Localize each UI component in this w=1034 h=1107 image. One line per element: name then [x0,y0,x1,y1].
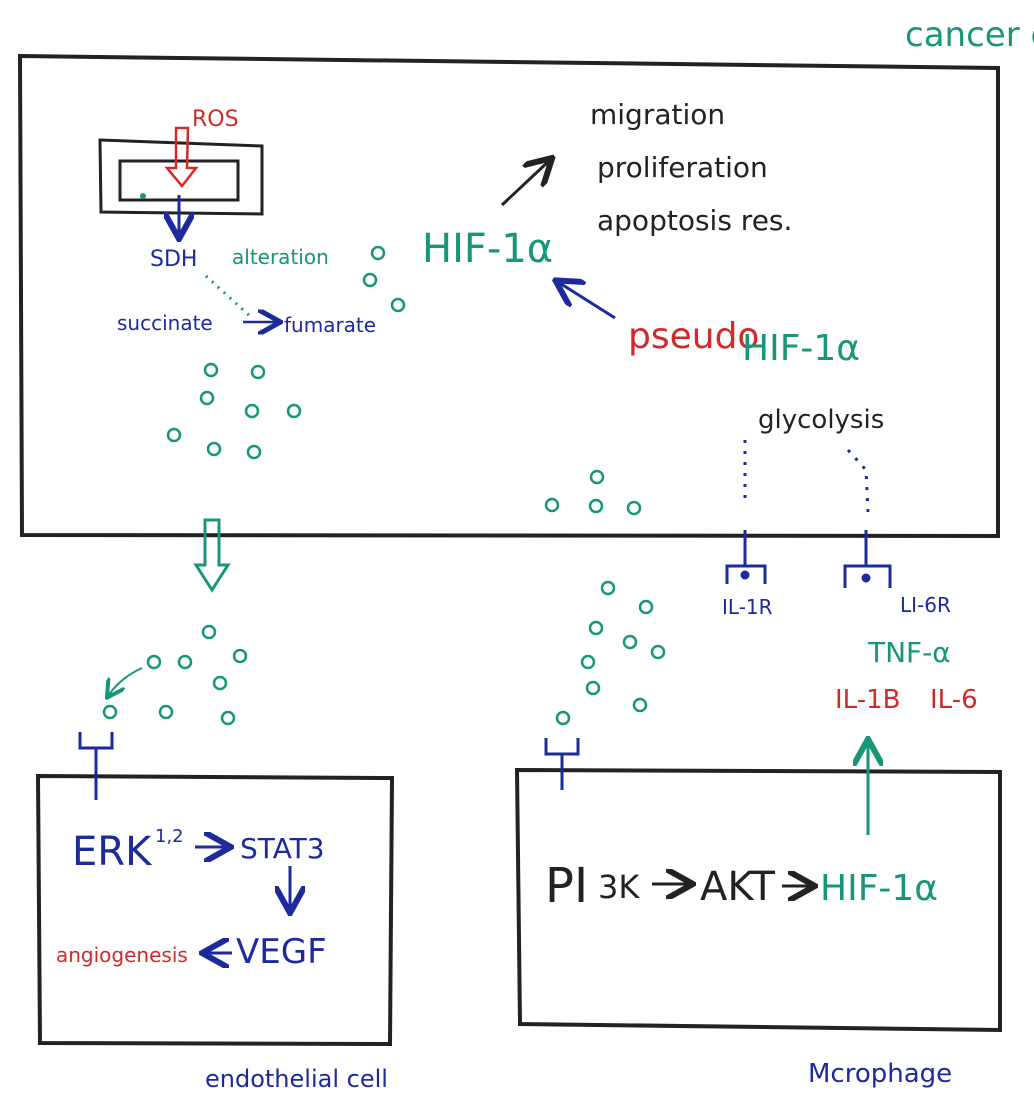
pi3k-label-pi: PI [545,858,588,914]
stat3-label: STAT3 [240,832,325,865]
pseudo-hif-arrow [558,282,616,320]
akt-label: AKT [700,864,775,910]
dotted-link [204,274,254,320]
hif-outcome-arrow [500,160,550,207]
metabolite-circle [177,654,193,670]
metabolite-circle [206,441,222,457]
mitochondrion [98,138,264,216]
outcome-migration: migration [590,98,725,131]
glycolysis-label: glycolysis [758,405,884,435]
il1r-label: IL-1R [722,595,773,619]
fumarate-label: fumarate [284,313,376,337]
metabolite-circle [146,654,162,670]
outcome-proliferation: proliferation [597,151,768,184]
metabolite-circle [362,272,378,288]
il6-label: IL-6 [930,685,978,715]
metabolite-circle [370,245,386,261]
metabolite-circle [580,654,596,670]
ros-label: ROS [192,107,239,132]
metabolite-circle [585,680,601,696]
metabolite-circle [632,697,648,713]
metabolite-circle [232,648,248,664]
metabolite-circle [201,624,217,640]
metabolite-circle [622,634,638,650]
endothelial-cell-label: endothelial cell [205,1065,388,1093]
il6r-label: LI-6R [900,593,951,617]
glycolysis-link-2 [846,448,870,513]
metabolite-circle [246,444,262,460]
erk-label: ERK [72,829,153,875]
metabolite-circle [250,364,266,380]
macrophage-hif-label: HIF-1α [820,868,938,909]
macrophage-receptor [544,738,580,790]
metabolite-circle [203,362,219,378]
secretion-arrow [193,518,231,593]
metabolite-circle [589,469,605,485]
metabolite-circle [286,403,302,419]
pi3k-label-3k: 3K [598,868,640,906]
tnf-label: TNF-α [867,636,951,669]
macrophage-label: Mcrophage [808,1059,952,1089]
metabolite-circle [390,297,406,313]
il6r-receptor [843,530,892,588]
sdh-label: SDH [150,247,197,272]
metabolite-circle [555,710,571,726]
binding-arrow [108,667,143,696]
il1b-label: IL-1B [835,685,900,715]
cancer-cell-label: cancer cell [905,15,1034,55]
pseudo-hif-label: HIF-1α [742,328,860,369]
vegf-label: VEGF [236,932,327,972]
metabolite-circle [650,644,666,660]
metabolite-circle [626,500,642,516]
metabolite-circle [220,710,236,726]
metabolite-circle [158,704,174,720]
metabolite-circle [600,580,616,596]
metabolite-circle [588,498,604,514]
macrophage-box [514,767,1002,1033]
metabolite-circle [588,620,604,636]
angiogenesis-label: angiogenesis [56,943,188,967]
endothelial-receptor [78,732,114,800]
metabolite-circle [102,704,118,720]
succinate-label: succinate [117,311,213,335]
endothelial-cell-box [35,773,395,1047]
alteration-label: alteration [232,245,329,269]
metabolite-circle [212,675,228,691]
metabolite-circle [166,427,182,443]
metabolite-circle [199,390,215,406]
erk-superscript: 1,2 [155,826,184,847]
metabolite-circles [102,245,666,726]
il1r-receptor [725,530,767,584]
cancer-cell-box [17,53,1000,539]
metabolite-circle [638,599,654,615]
outcome-apoptosis: apoptosis res. [597,204,792,237]
ros-arrow [164,126,199,188]
metabolite-circle [244,403,260,419]
hif-main-label: HIF-1α [422,226,553,272]
pseudo-label: pseudo [628,316,759,357]
metabolite-circle [544,497,560,513]
